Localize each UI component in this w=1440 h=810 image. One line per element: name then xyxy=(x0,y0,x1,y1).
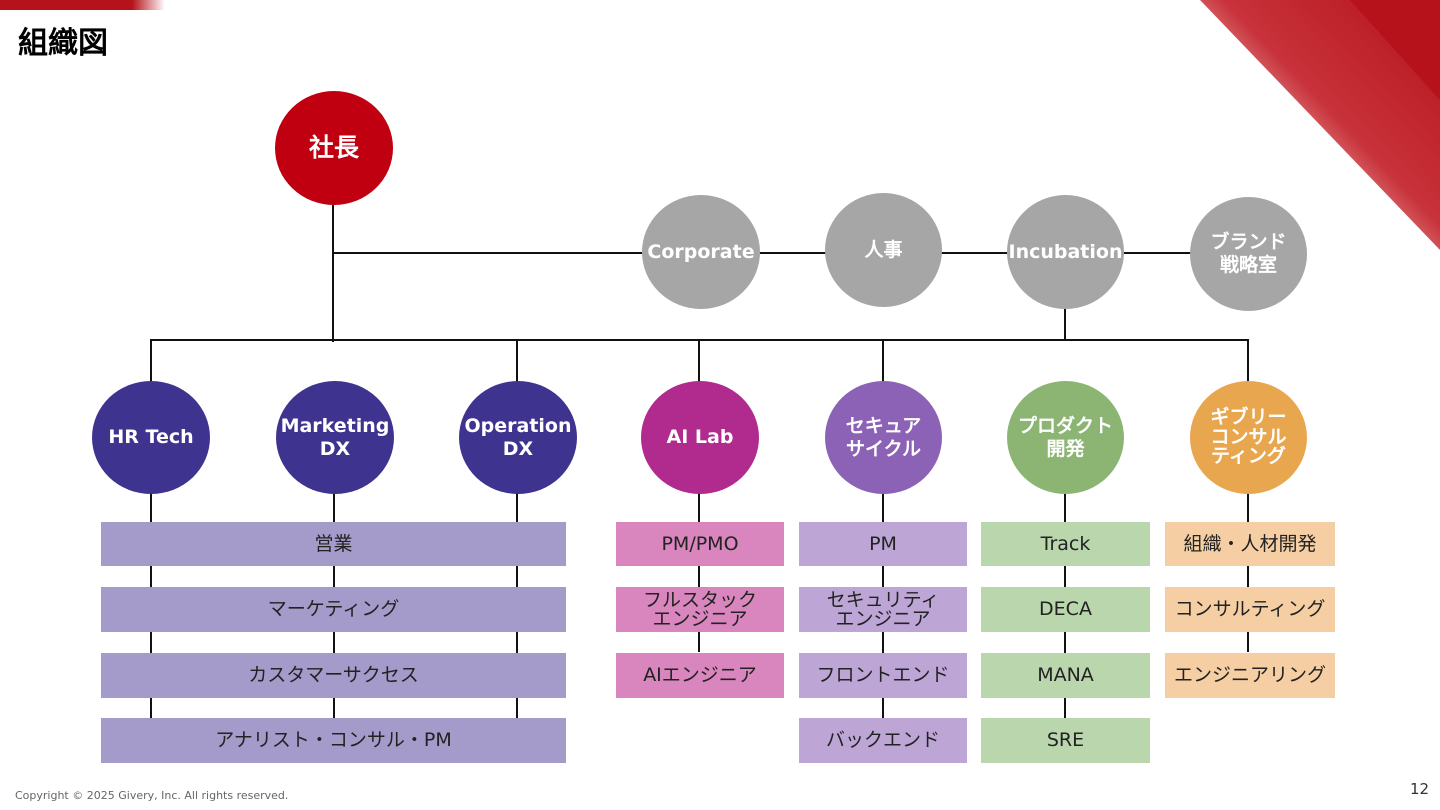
product-function: DECA xyxy=(981,587,1150,632)
product-function: SRE xyxy=(981,718,1150,763)
division-secure-cycle: セキュア サイクル xyxy=(825,381,942,494)
ai-lab-function: PM/PMO xyxy=(616,522,784,566)
division-drop-line xyxy=(1247,339,1249,383)
staff-node-brand-strategy: ブランド 戦略室 xyxy=(1190,197,1307,311)
division-drop-line xyxy=(150,339,152,383)
page-number: 12 xyxy=(1410,780,1430,798)
ceo-vertical-connector xyxy=(332,204,334,342)
division-drop-line xyxy=(516,339,518,383)
incubation-connector xyxy=(1064,308,1066,341)
brand-corner-decoration xyxy=(1200,0,1440,250)
secure-cycle-function: バックエンド xyxy=(799,718,967,763)
division-drop-line xyxy=(882,339,884,383)
division-givery-consulting: ギブリー コンサル ティング xyxy=(1190,381,1307,494)
division-marketing-dx: Marketing DX xyxy=(276,381,394,494)
division-ai-lab: AI Lab xyxy=(641,381,759,494)
secure-cycle-function: フロントエンド xyxy=(799,653,967,698)
staff-horizontal-connector xyxy=(333,252,1248,254)
staff-node-hr: 人事 xyxy=(825,193,942,307)
ai-lab-function: フルスタック エンジニア xyxy=(616,587,784,632)
ai-lab-function: AIエンジニア xyxy=(616,653,784,698)
function-column-line xyxy=(698,492,700,652)
page-title: 組織図 xyxy=(18,26,108,61)
consulting-function: 組織・人材開発 xyxy=(1165,522,1335,566)
brand-top-bar xyxy=(0,0,165,10)
division-operation-dx: Operation DX xyxy=(459,381,577,494)
staff-node-corporate: Corporate xyxy=(642,195,760,309)
shared-function-marketing: マーケティング xyxy=(101,587,566,632)
product-function: Track xyxy=(981,522,1150,566)
product-function: MANA xyxy=(981,653,1150,698)
copyright-footer: Copyright © 2025 Givery, Inc. All rights… xyxy=(15,789,289,802)
consulting-function: エンジニアリング xyxy=(1165,653,1335,698)
division-hr-tech: HR Tech xyxy=(92,381,210,494)
consulting-function: コンサルティング xyxy=(1165,587,1335,632)
shared-function-sales: 営業 xyxy=(101,522,566,566)
secure-cycle-function: セキュリティ エンジニア xyxy=(799,587,967,632)
division-product-dev: プロダクト 開発 xyxy=(1007,381,1124,494)
ceo-node: 社長 xyxy=(275,91,393,205)
staff-node-incubation: Incubation xyxy=(1007,195,1124,309)
secure-cycle-function: PM xyxy=(799,522,967,566)
division-drop-line xyxy=(698,339,700,383)
shared-function-analyst: アナリスト・コンサル・PM xyxy=(101,718,566,763)
shared-function-customer-success: カスタマーサクセス xyxy=(101,653,566,698)
function-column-line xyxy=(1247,492,1249,652)
